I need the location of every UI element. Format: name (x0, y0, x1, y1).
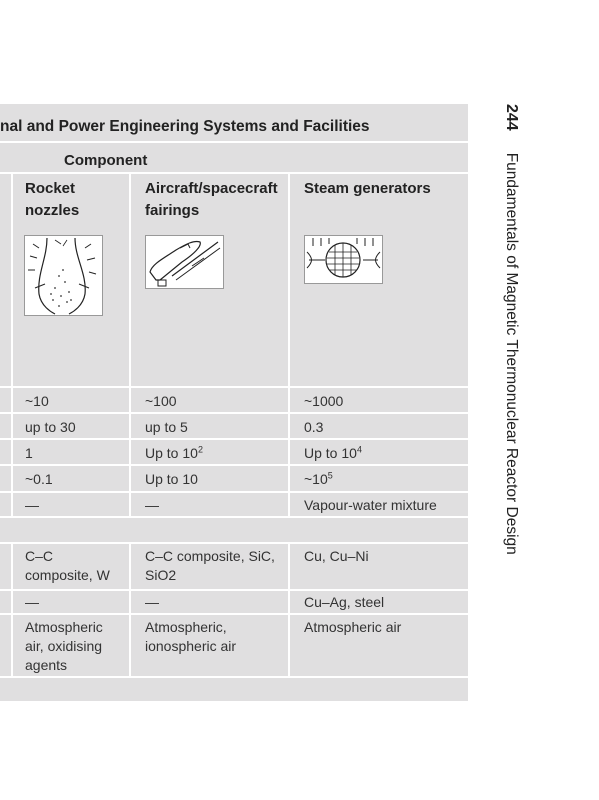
table-cell: ~10 (25, 393, 49, 409)
cell-line: Atmospheric air (304, 619, 402, 635)
cell-value: ~0.1 (25, 471, 53, 487)
table-cell: — (145, 594, 159, 610)
table-cell: Up to 104 (304, 444, 362, 463)
rocket-nozzle-sketch-icon (24, 235, 103, 316)
column-header-line: Rocket (25, 180, 76, 197)
table-cell: Cu–Ag, steel (304, 594, 385, 610)
cell-line: Atmospheric, (145, 619, 227, 635)
steam-generator-sketch-icon (304, 235, 383, 284)
cell-value: Up to 10 (145, 445, 198, 461)
page-number: 244 (503, 104, 520, 131)
table-cell: C–C composite, SiC, SiO2 (145, 547, 275, 585)
data-table: nal and Power Engineering Systems and Fa… (0, 104, 468, 701)
cell-line: SiO2 (145, 567, 177, 583)
row-divider (0, 589, 468, 591)
row-divider (0, 386, 468, 388)
cell-value: Up to 10 (145, 471, 198, 487)
table-cell: up to 30 (25, 419, 76, 435)
row-divider (0, 542, 468, 544)
column-divider (11, 543, 13, 676)
table-cell: — (25, 497, 39, 513)
cell-line: agents (25, 657, 68, 673)
row-divider (0, 676, 468, 678)
table-cell: Atmospheric air, oxidising agents (25, 618, 103, 675)
book-title: Fundamentals of Magnetic Thermonuclear R… (503, 152, 520, 555)
table-cell: — (25, 594, 39, 610)
cell-line: C–C composite, SiC, (145, 548, 275, 564)
table-cell: ~105 (304, 470, 333, 489)
column-header-line: Aircraft/spacecraft (145, 180, 278, 197)
table-cell: C–C composite, W (25, 547, 110, 585)
cell-value: ~10 (304, 471, 328, 487)
column-header-line: fairings (145, 202, 200, 219)
cell-value: Up to 10 (304, 445, 357, 461)
group-header: Component (64, 152, 148, 169)
cell-line: C–C (25, 548, 54, 564)
row-divider (0, 172, 468, 174)
column-header-line: nozzles (25, 202, 80, 219)
table-cell: 1 (25, 444, 33, 463)
running-header: 244 Fundamentals of Magnetic Thermonucle… (502, 104, 520, 555)
row-divider (0, 516, 468, 518)
table-cell: — (145, 497, 159, 513)
column-divider (129, 543, 131, 676)
column-divider (11, 173, 13, 516)
table-cell: up to 5 (145, 419, 188, 435)
row-divider (0, 464, 468, 466)
cell-line: ionospheric air (145, 638, 237, 654)
cell-line: Atmospheric (25, 619, 103, 635)
fairing-sketch-icon (145, 235, 224, 289)
table-cell: ~1000 (304, 393, 344, 409)
cell-exponent: 5 (327, 470, 333, 481)
row-divider (0, 613, 468, 615)
cell-line: Cu, Cu–Ni (304, 548, 369, 564)
table-cell: ~100 (145, 393, 177, 409)
column-divider (288, 173, 290, 516)
cell-exponent: 4 (356, 444, 362, 455)
table-cell: Up to 10 (145, 470, 198, 489)
row-divider (0, 412, 468, 414)
cell-line: composite, W (25, 567, 110, 583)
row-divider (0, 491, 468, 493)
table-cell: Atmospheric, ionospheric air (145, 618, 236, 656)
cell-line: air, oxidising (25, 638, 103, 654)
table-cell: 0.3 (304, 419, 324, 435)
column-divider (129, 173, 131, 516)
column-header-fairings: Aircraft/spacecraft fairings (145, 178, 278, 222)
column-header-steam-generators: Steam generators (304, 178, 431, 200)
row-divider (0, 438, 468, 440)
table-title: nal and Power Engineering Systems and Fa… (0, 118, 370, 135)
cell-value: 1 (25, 445, 33, 461)
row-divider (0, 141, 468, 143)
column-divider (288, 543, 290, 676)
table-cell: Up to 102 (145, 444, 203, 463)
column-header-line: Steam generators (304, 180, 431, 197)
table-cell: Vapour-water mixture (304, 497, 437, 513)
cell-exponent: 2 (197, 444, 203, 455)
table-cell: ~0.1 (25, 470, 53, 489)
column-header-rocket-nozzles: Rocket nozzles (25, 178, 79, 222)
table-cell: Atmospheric air (304, 618, 401, 637)
table-cell: Cu, Cu–Ni (304, 547, 369, 566)
